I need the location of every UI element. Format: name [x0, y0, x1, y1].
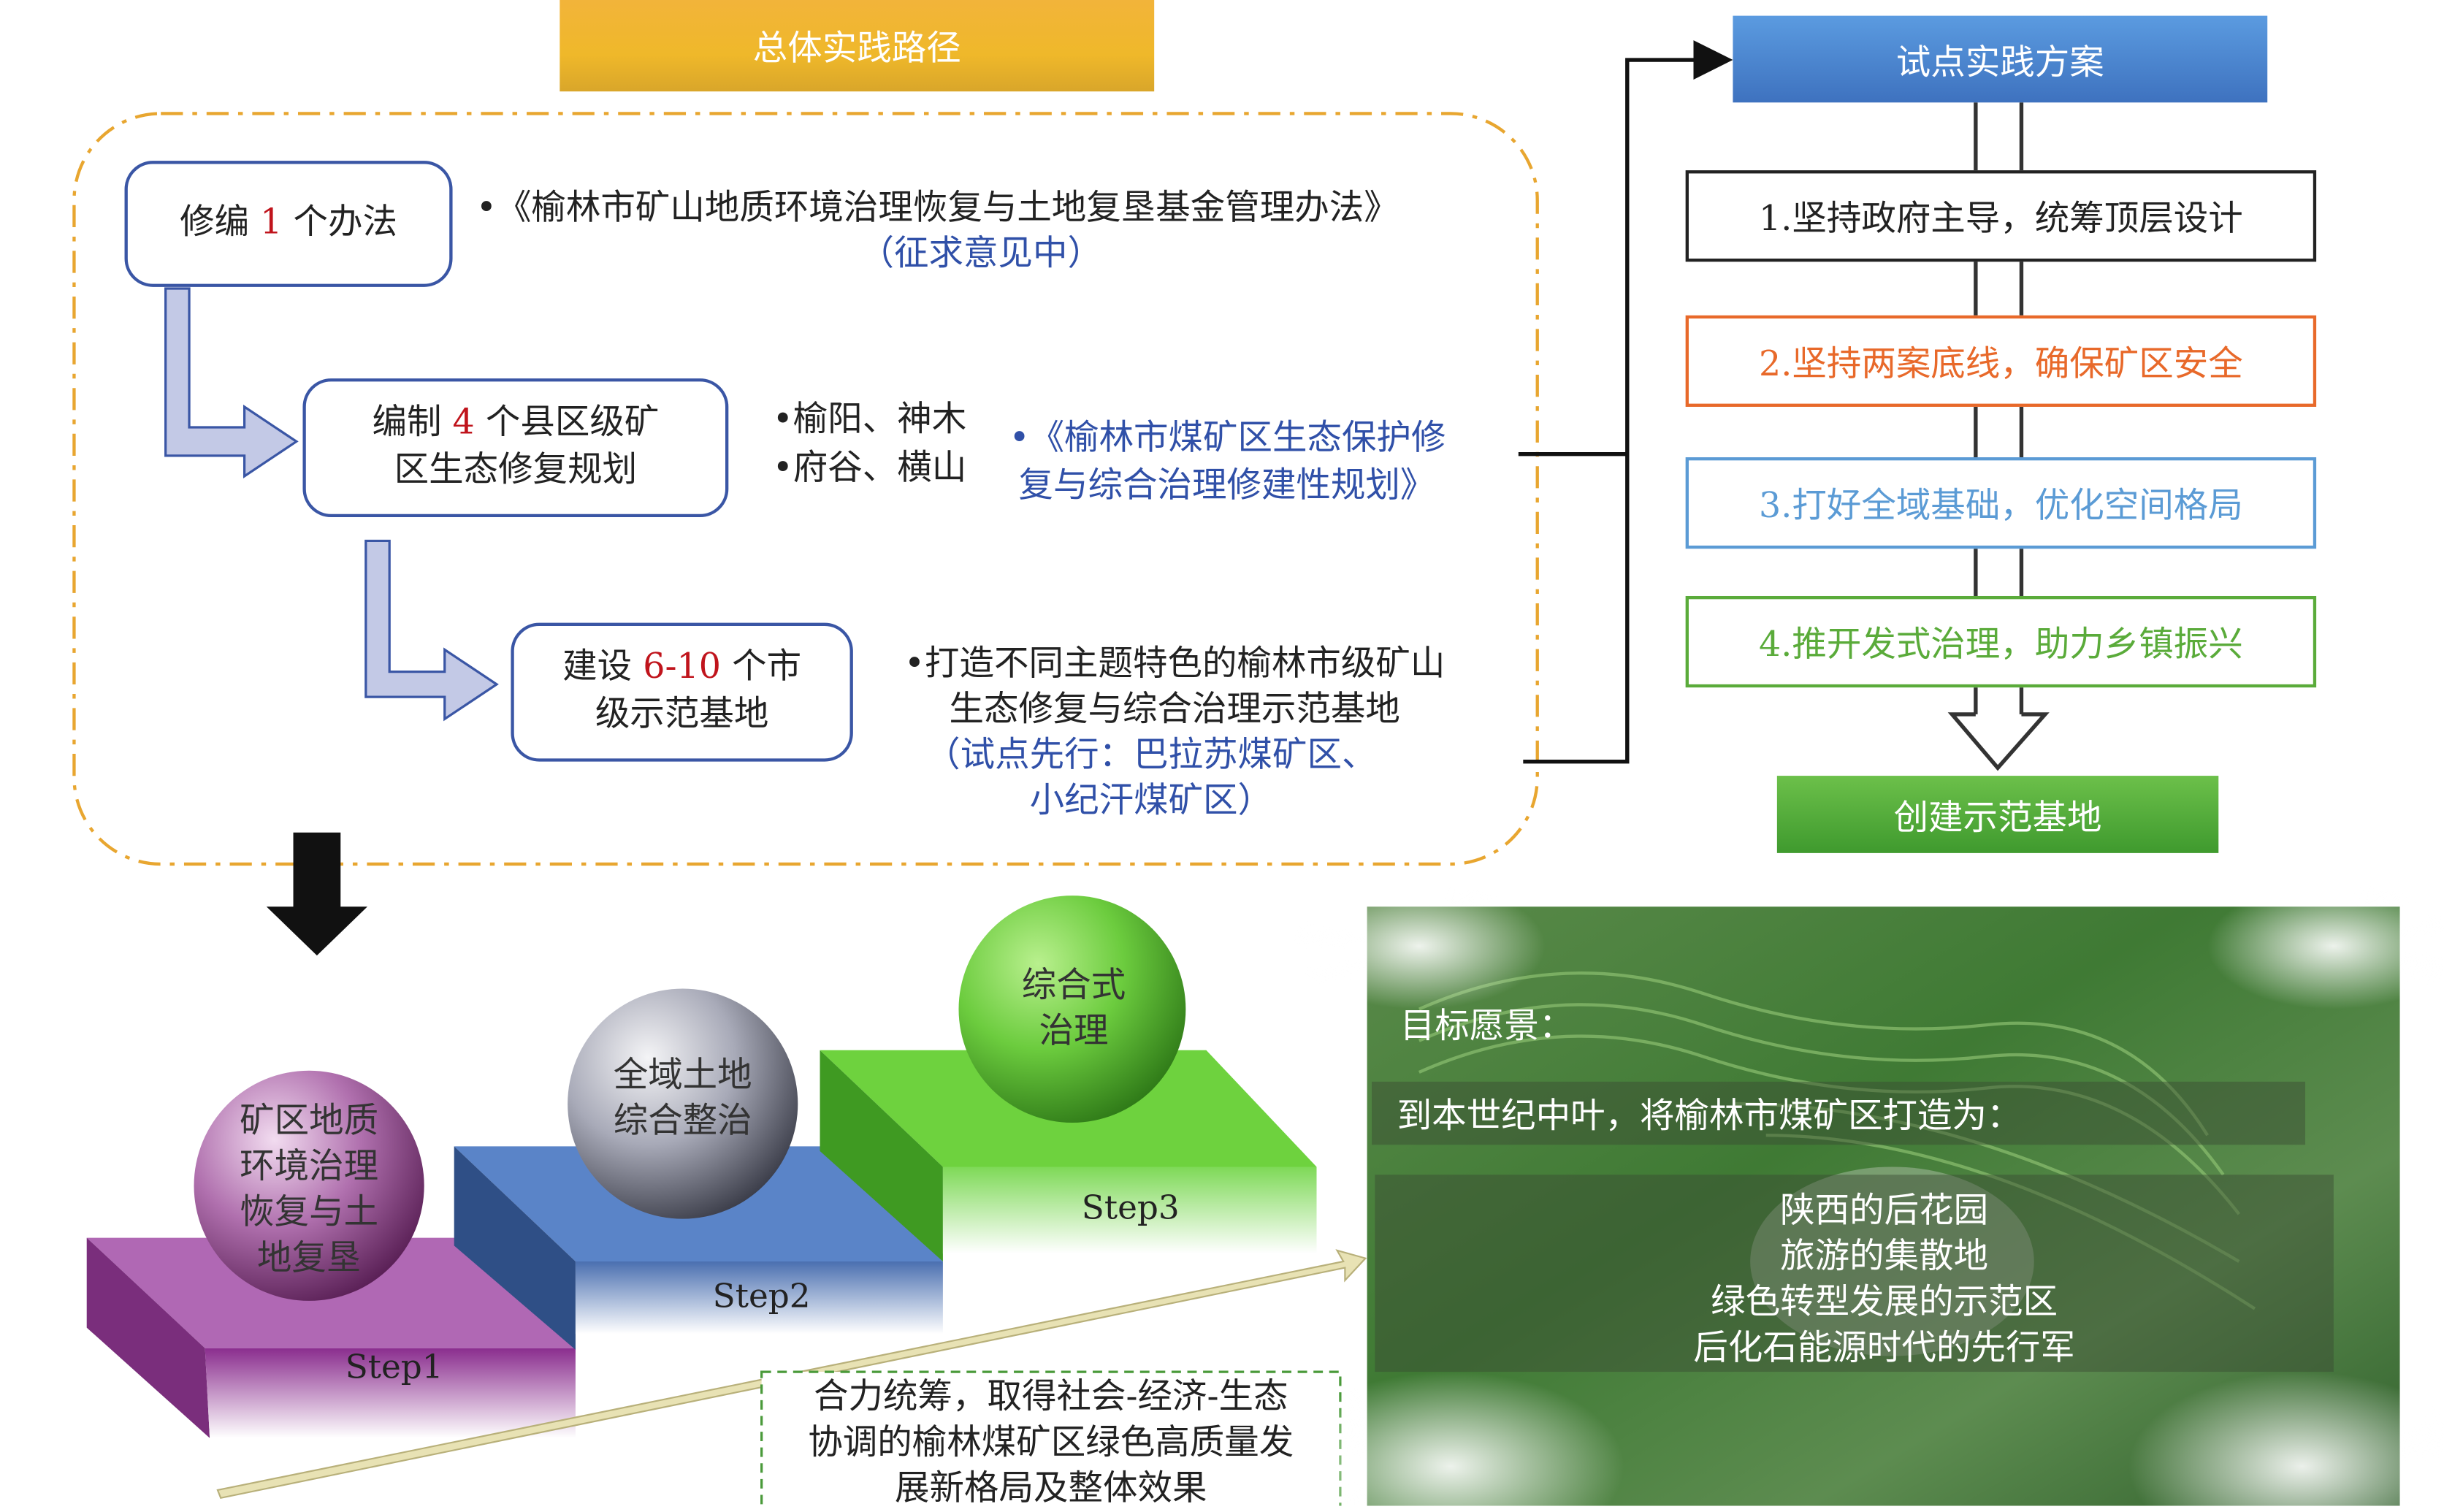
- vision-landscape-image: [1277, 882, 2444, 1506]
- down-arrow-black: [266, 832, 367, 956]
- pilot-title: 试点实践方案: [1895, 43, 2104, 83]
- step-text: 区生态修复规划: [394, 451, 638, 491]
- step-number: 4: [452, 403, 475, 443]
- sphere-text: 综合整治: [613, 1101, 752, 1142]
- step-text: 编制: [372, 403, 453, 443]
- summary-line: 展新格局及整体效果: [895, 1469, 1207, 1509]
- note-2-plan-line1: •《榆林市煤矿区生态保护修: [1009, 419, 1446, 459]
- vision-goal: 旅游的集散地: [1780, 1236, 1989, 1276]
- practice-path-frame: [72, 112, 1539, 866]
- vision-intro: 到本世纪中叶，将榆林市煤矿区打造为：: [1397, 1096, 2022, 1136]
- pilot-down-arrow: [1947, 712, 2050, 771]
- note-1-line1: •《榆林市矿山地质环境治理恢复与土地复垦基金管理办法》: [476, 189, 1399, 229]
- step-number: 6-10: [643, 648, 721, 688]
- note-2-bullet2: •府谷、横山: [772, 449, 967, 489]
- note-1-line2: （征求意见中）: [859, 234, 1102, 275]
- pilot-item-4: 4.推开发式治理，助力乡镇振兴: [1685, 595, 2317, 688]
- step-text: 修编: [180, 203, 261, 243]
- step2-label: Step2: [712, 1277, 811, 1316]
- note-2-bullet1: •榆阳、神木: [772, 400, 967, 440]
- sphere-text: 矿区地质: [240, 1101, 379, 1142]
- note-3-line1: •打造不同主题特色的榆林市级矿山: [904, 644, 1446, 684]
- step-number: 1: [260, 203, 283, 243]
- summary-line: 协调的榆林煤矿区绿色高质量发: [808, 1424, 1294, 1464]
- pilot-result: 创建示范基地: [1893, 798, 2102, 839]
- step-text: 个市: [720, 648, 802, 688]
- vision-title: 目标愿景：: [1399, 1006, 1574, 1046]
- vision-goal: 后化石能源时代的先行军: [1693, 1327, 2075, 1367]
- step-box-revise-measure: 修编 1 个办法: [124, 161, 453, 287]
- sphere-step1-label: 矿区地质 环境治理 恢复与土 地复垦: [194, 1099, 424, 1282]
- sphere-step3-label: 综合式 治理: [958, 963, 1188, 1055]
- flow-arrow-2: [364, 539, 499, 722]
- vision-goal: 绿色转型发展的示范区: [1711, 1282, 2058, 1321]
- header-banner: [560, 0, 1155, 92]
- flow-arrow-1: [164, 287, 299, 478]
- note-3-line4: 小纪汗煤矿区）: [1029, 782, 1273, 822]
- step-text: 建设: [562, 648, 644, 688]
- note-3-line2: 生态修复与综合治理示范基地: [949, 690, 1400, 730]
- step-text: 个办法: [282, 203, 397, 243]
- note-2-plan-line2: 复与综合治理修建性规划》: [1018, 466, 1435, 506]
- step1-label: Step1: [345, 1348, 443, 1386]
- sphere-text: 地复垦: [256, 1239, 362, 1279]
- summary-line: 合力统筹，取得社会-经济-生态: [814, 1378, 1288, 1418]
- sphere-step3: [958, 896, 1186, 1123]
- sphere-text: 全域土地: [613, 1056, 752, 1096]
- summary-text: 合力统筹，取得社会-经济-生态 协调的榆林煤矿区绿色高质量发 展新格局及整体效果: [762, 1375, 1340, 1512]
- sphere-text: 恢复与土: [240, 1194, 379, 1234]
- pilot-item-3: 3.打好全域基础，优化空间格局: [1685, 457, 2317, 549]
- connector-lines: [1518, 40, 1733, 764]
- sphere-text: 环境治理: [240, 1148, 379, 1188]
- sphere-step2-label: 全域土地 综合整治: [568, 1053, 798, 1145]
- pilot-header-bg: [1733, 15, 2268, 103]
- sphere-text: 综合式: [1021, 966, 1126, 1007]
- step-text: 级示范基地: [595, 695, 769, 735]
- vision-goal: 陕西的后花园: [1780, 1190, 1989, 1230]
- vision-goals: 陕西的后花园 旅游的集散地 绿色转型发展的示范区 后化石能源时代的先行军: [1513, 1188, 2255, 1370]
- sphere-step2: [568, 988, 798, 1219]
- step-text: 个县区级矿: [474, 403, 660, 443]
- pilot-item-1: 1.坚持政府主导，统筹顶层设计: [1685, 170, 2317, 262]
- result-box-bg: [1776, 776, 2219, 853]
- step-box-county-plans: 编制 4 个县区级矿 区生态修复规划: [302, 378, 729, 518]
- sphere-step1: [194, 1070, 424, 1301]
- header-title: 总体实践路径: [752, 30, 961, 69]
- note-3-line3: （试点先行：巴拉苏煤矿区、: [925, 736, 1377, 776]
- sphere-text: 治理: [1039, 1012, 1109, 1052]
- pilot-item-2: 2.坚持两案底线，确保矿区安全: [1685, 315, 2317, 407]
- step-box-demo-bases: 建设 6-10 个市 级示范基地: [511, 622, 853, 762]
- summary-frame: [760, 1370, 1342, 1506]
- step3-label: Step3: [1081, 1188, 1180, 1227]
